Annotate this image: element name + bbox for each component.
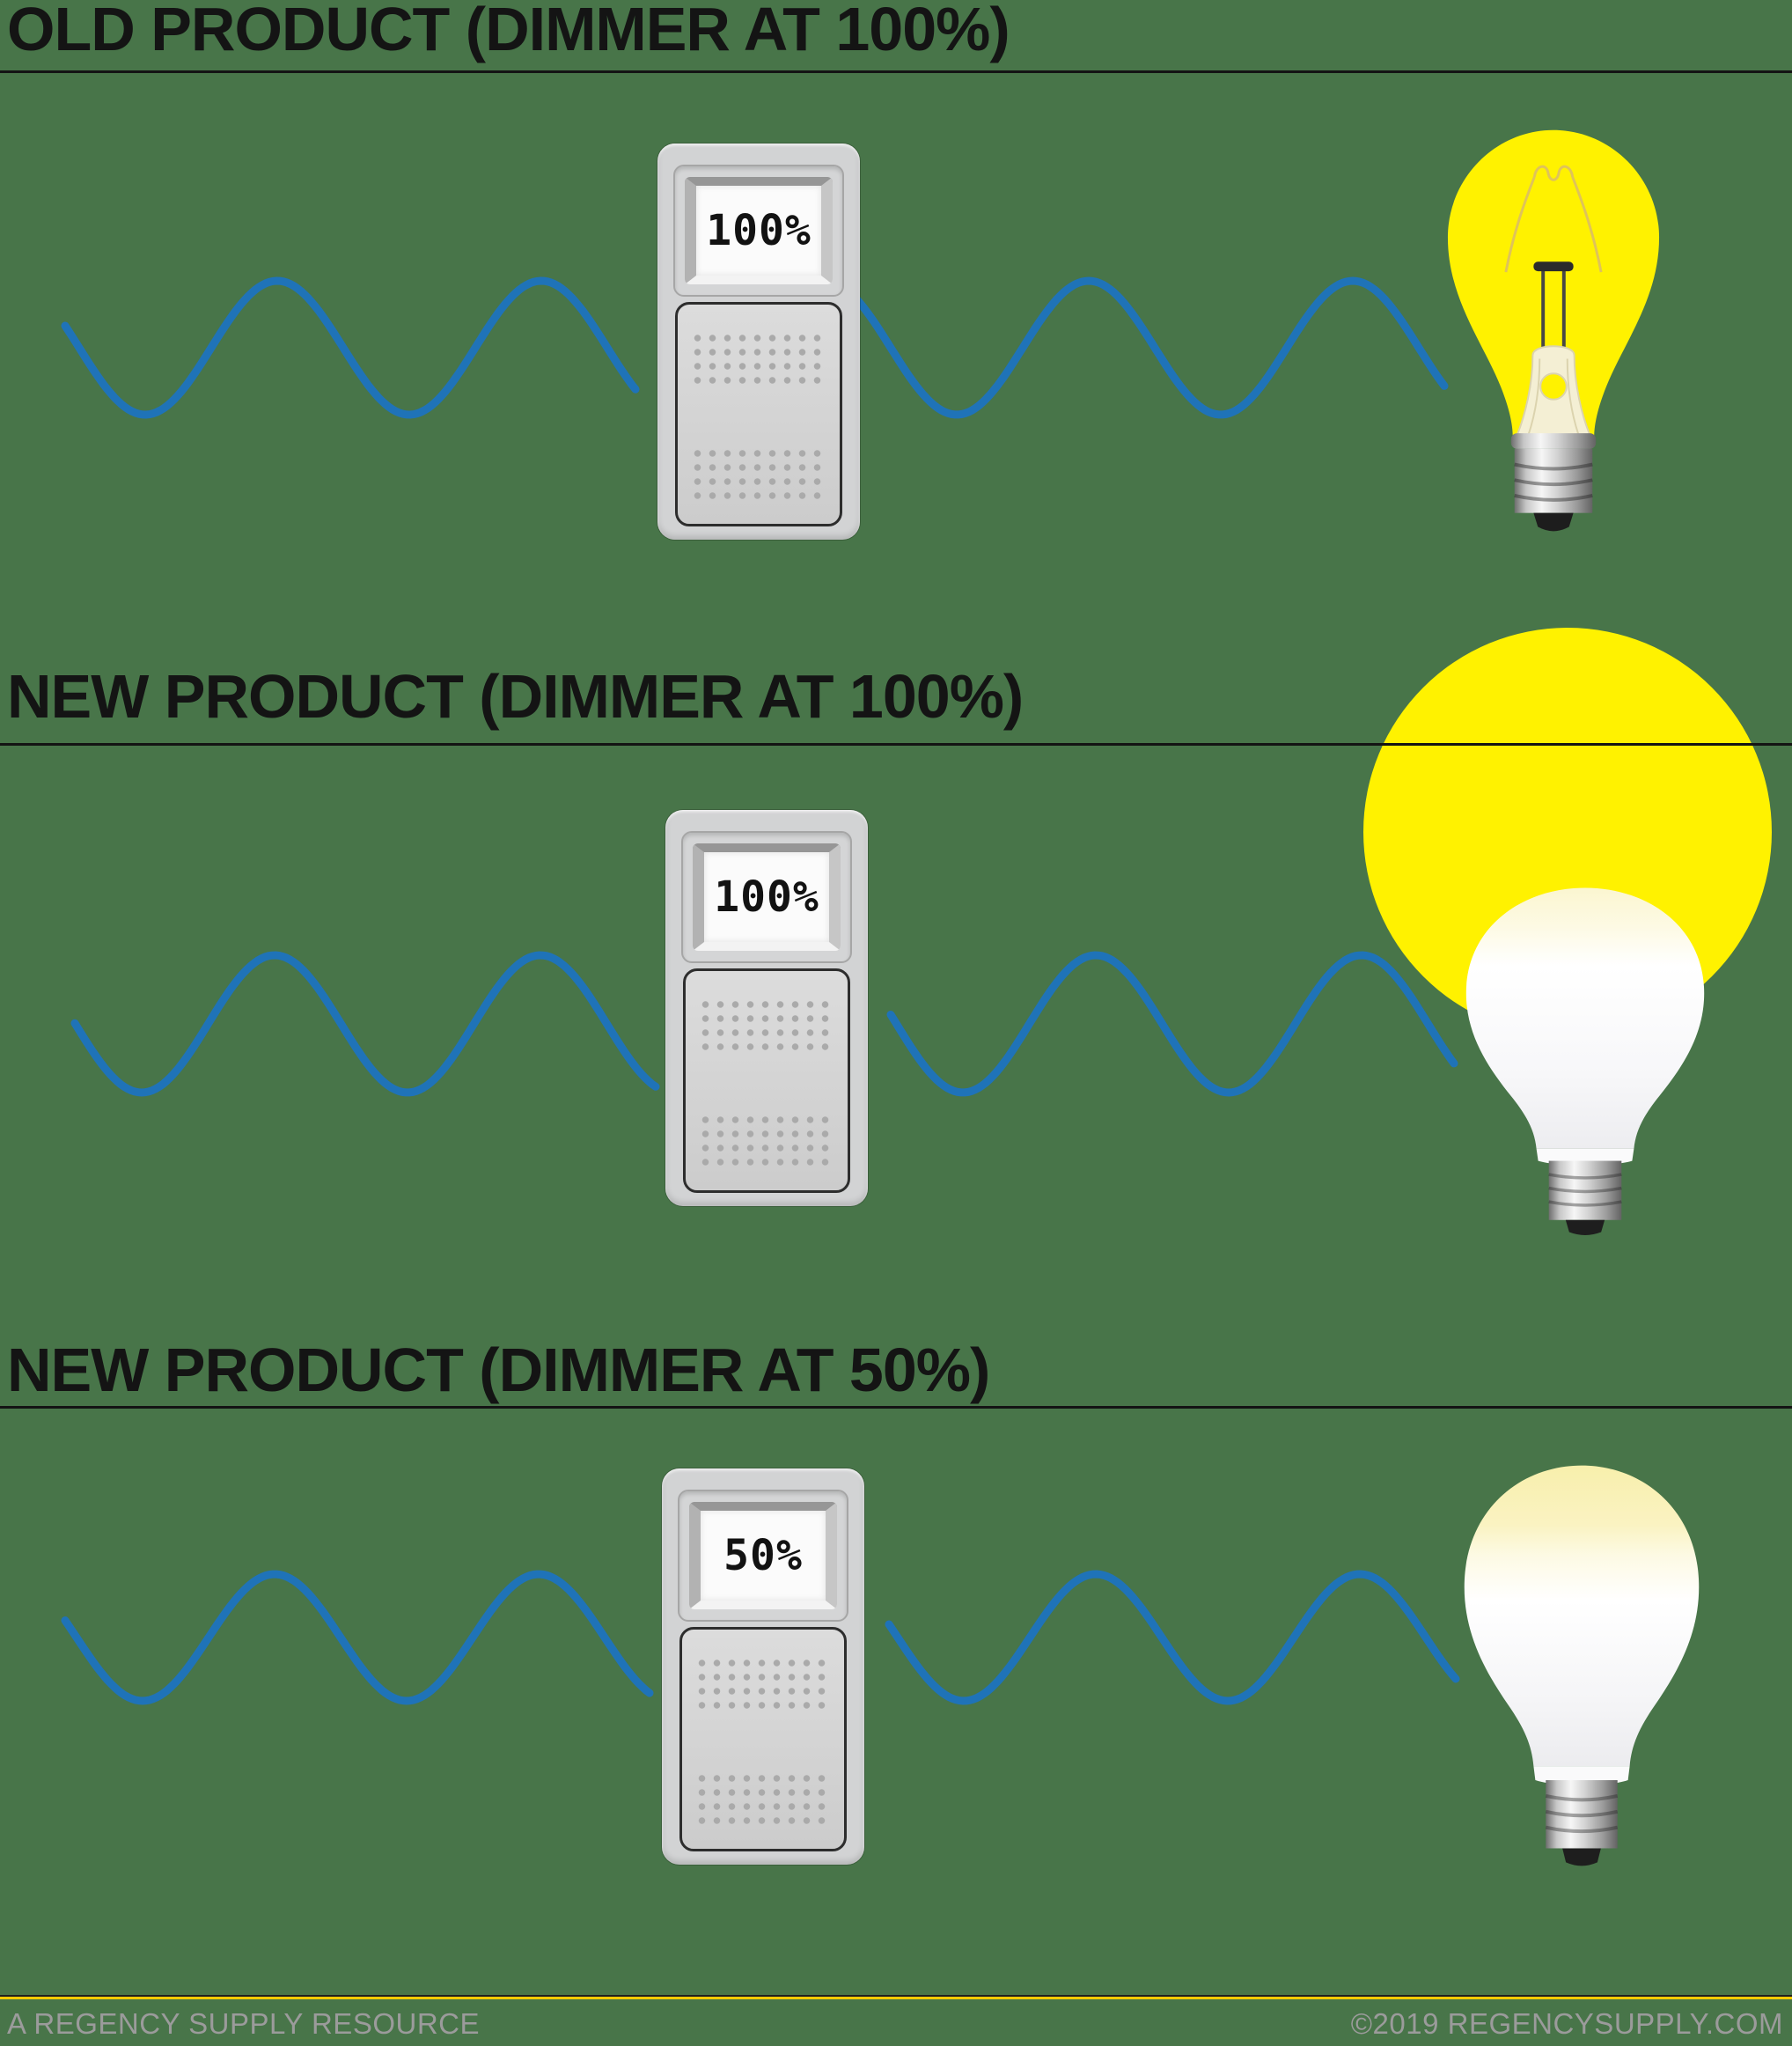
sine-wave-left bbox=[61, 1570, 654, 1705]
section-divider bbox=[0, 70, 1792, 73]
dimmer-texture-dots bbox=[701, 1116, 832, 1167]
dimmer-button bbox=[683, 968, 850, 1193]
dimmer-switch: 100% bbox=[665, 810, 868, 1206]
led-bulb-dim-icon bbox=[1464, 1465, 1700, 1866]
dimmer-texture-dots bbox=[698, 1660, 828, 1711]
section-title: NEW PRODUCT (DIMMER AT 50%) bbox=[7, 1336, 990, 1404]
footer-yellow-rule bbox=[0, 1995, 1792, 1999]
led-bulb-bright-icon bbox=[1465, 887, 1705, 1235]
dimmer-display-panel: 50% bbox=[678, 1490, 848, 1622]
dimmer-texture-dots bbox=[694, 335, 824, 386]
sine-wave-left bbox=[61, 276, 640, 419]
sine-wave-right bbox=[845, 276, 1449, 419]
incandescent-bulb-icon bbox=[1447, 129, 1660, 532]
dimmer-switch: 100% bbox=[657, 144, 860, 540]
dimmer-button bbox=[675, 302, 842, 526]
section-title: NEW PRODUCT (DIMMER AT 100%) bbox=[7, 662, 1024, 731]
lcd-display: 50% bbox=[689, 1502, 837, 1609]
lcd-display: 100% bbox=[685, 177, 833, 284]
lcd-value: 100% bbox=[706, 206, 812, 255]
footer-left-text: A REGENCY SUPPLY RESOURCE bbox=[7, 2007, 481, 2040]
section-title: OLD PRODUCT (DIMMER AT 100%) bbox=[7, 0, 1010, 63]
sine-wave-left bbox=[70, 951, 660, 1097]
dimmer-button bbox=[679, 1627, 847, 1851]
dimmer-switch: 50% bbox=[662, 1468, 864, 1865]
dimmer-texture-dots bbox=[698, 1775, 828, 1826]
dimmer-texture-dots bbox=[701, 1001, 832, 1052]
footer-right-text: ©2019 REGENCYSUPPLY.COM bbox=[1350, 2007, 1783, 2040]
section-divider bbox=[0, 743, 1792, 746]
dimmer-display-panel: 100% bbox=[673, 165, 844, 297]
lcd-display: 100% bbox=[693, 843, 841, 951]
footer: A REGENCY SUPPLY RESOURCE ©2019 REGENCYS… bbox=[0, 1995, 1792, 2041]
section-divider bbox=[0, 1406, 1792, 1409]
dimmer-texture-dots bbox=[694, 450, 824, 501]
lcd-value: 50% bbox=[723, 1531, 803, 1580]
lcd-value: 100% bbox=[714, 872, 819, 922]
dimmer-display-panel: 100% bbox=[681, 831, 852, 963]
sine-wave-right bbox=[886, 951, 1458, 1097]
sine-wave-right bbox=[885, 1570, 1460, 1705]
